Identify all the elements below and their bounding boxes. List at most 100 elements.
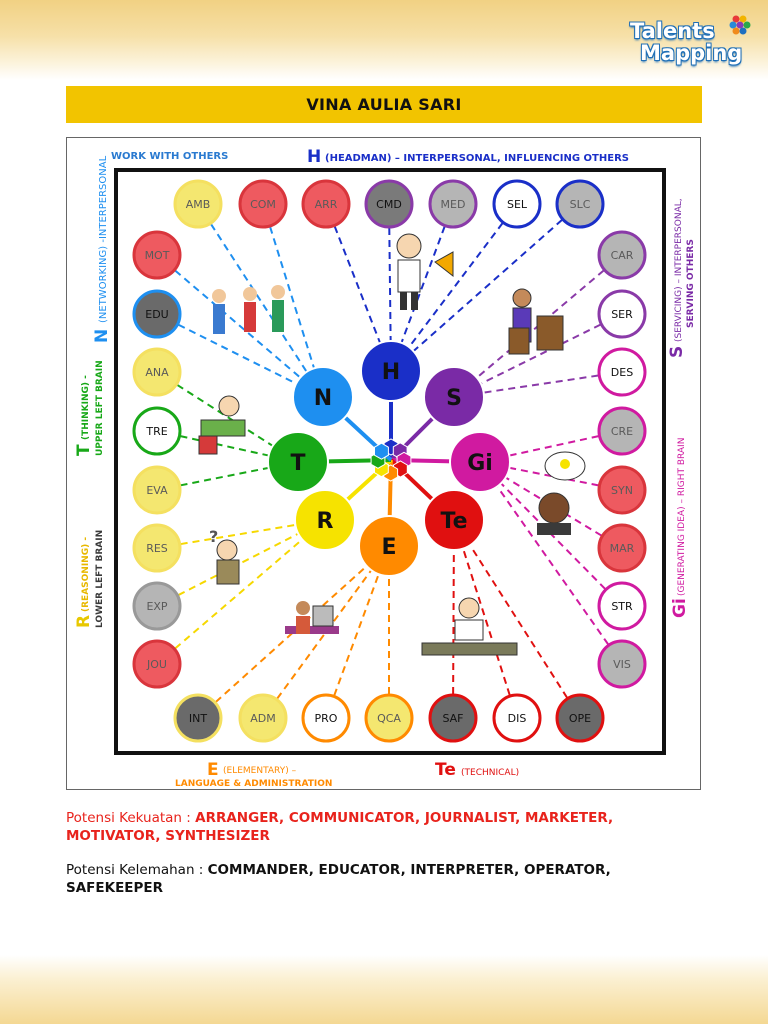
figure-thinking-student <box>198 395 246 455</box>
connector-line-saf <box>452 519 455 719</box>
hub-label-h: H <box>382 360 400 385</box>
label-h-text: (HEADMAN) – INTERPERSONAL, INFLUENCING O… <box>325 153 629 164</box>
label-te-text: (TECHNICAL) <box>461 768 519 778</box>
role-label-med: MED <box>441 198 466 211</box>
connector-line-int <box>197 545 390 719</box>
role-circle-dis <box>492 693 542 743</box>
label-e-text2: LANGUAGE & ADMINISTRATION <box>175 779 332 789</box>
role-circle-vis <box>597 639 647 689</box>
role-circle-ana <box>132 347 182 397</box>
connector-line-jou <box>156 519 326 665</box>
weaknesses-label: Potensi Kelemahan : <box>66 862 208 878</box>
role-circle-sel <box>492 179 542 229</box>
connector-line-com <box>262 203 324 398</box>
role-circle-int <box>173 693 223 743</box>
role-circle-syn <box>597 465 647 515</box>
role-label-ser: SER <box>611 308 633 321</box>
label-n-text: (NETWORKING) -INTERPERSONAL <box>98 155 109 323</box>
figure-headman-megaphone <box>396 233 454 310</box>
label-t-letter: T <box>74 444 94 456</box>
figure-networking-people <box>212 285 285 334</box>
role-label-saf: SAF <box>442 712 463 725</box>
profile-name-bar: VINA AULIA SARI <box>66 86 702 123</box>
hub-circle-gi <box>449 431 511 493</box>
strengths-text: Potensi Kekuatan : ARRANGER, COMMUNICATO… <box>66 809 686 845</box>
diagram-border <box>114 168 666 755</box>
hub-hexagon-n <box>374 442 389 460</box>
connector-line-ope <box>453 519 581 719</box>
role-circle-amb <box>173 179 223 229</box>
figure-technical-mechanic <box>421 597 518 656</box>
strengths-value: ARRANGER, COMMUNICATOR, JOURNALIST, MARK… <box>66 810 614 844</box>
role-circle-ope <box>555 693 605 743</box>
label-s-text2: SERVING OTHERS <box>686 239 696 328</box>
svg-text:?: ? <box>209 527 218 546</box>
role-label-syn: SYN <box>611 484 633 497</box>
connector-line-sel <box>390 203 518 372</box>
role-label-res: RES <box>146 542 168 555</box>
label-te-letter: Te <box>435 760 456 780</box>
weaknesses-value: COMMANDER, EDUCATOR, INTERPRETER, OPERAT… <box>66 862 611 896</box>
label-t-text2: UPPER LEFT BRAIN <box>95 360 105 456</box>
role-label-int: INT <box>189 712 207 725</box>
role-circle-mot <box>132 230 182 280</box>
role-circle-cmd <box>364 179 414 229</box>
role-label-jou: JOU <box>146 658 167 671</box>
label-s-text1: (SERVICING) – INTERPERSONAL, <box>674 198 684 342</box>
hub-circle-t <box>267 431 329 493</box>
figure-elementary-office-worker <box>285 601 339 634</box>
hub-label-s: S <box>446 386 462 411</box>
talents-mapping-logo: Talents Mapping <box>628 14 753 70</box>
connector-line-dis <box>453 519 518 719</box>
label-h-letter: H <box>307 147 321 167</box>
role-label-car: CAR <box>611 249 634 262</box>
role-label-slc: SLC <box>570 198 591 211</box>
role-label-com: COM <box>250 198 276 211</box>
role-circle-edu <box>132 289 182 339</box>
role-circle-jou <box>132 639 182 689</box>
hub-circle-te <box>423 489 485 551</box>
role-circle-exp <box>132 581 182 631</box>
label-r-letter: R <box>74 615 94 628</box>
role-label-mot: MOT <box>145 249 170 262</box>
role-circle-adm <box>238 693 288 743</box>
role-label-tre: TRE <box>145 425 167 438</box>
hub-label-e: E <box>381 535 396 560</box>
logo-dots-icon <box>729 15 751 35</box>
logo-text-line2: Mapping <box>640 41 743 65</box>
role-circle-des <box>597 347 647 397</box>
hub-circle-h <box>360 340 422 402</box>
role-circle-qca <box>364 693 414 743</box>
role-label-pro: PRO <box>315 712 338 725</box>
connector-line-des <box>453 371 623 398</box>
role-label-vis: VIS <box>613 658 631 671</box>
hub-circle-s <box>423 366 485 428</box>
connector-line-cmd <box>388 203 392 372</box>
connector-line-amb <box>197 203 324 398</box>
connector-line-ser <box>453 313 623 398</box>
label-gi-text: (GENERATING IDEA) – RIGHT BRAIN <box>677 438 687 596</box>
role-label-exp: EXP <box>146 600 167 613</box>
role-label-des: DES <box>611 366 633 379</box>
role-circle-saf <box>428 693 478 743</box>
footer-band <box>0 955 768 1024</box>
hub-label-gi: Gi <box>467 451 493 476</box>
role-circle-arr <box>301 179 351 229</box>
connector-line-edu <box>156 313 324 398</box>
hub-label-te: Te <box>440 509 467 534</box>
role-label-mar: MAR <box>610 542 635 555</box>
role-label-sel: SEL <box>507 198 528 211</box>
hub-label-r: R <box>317 509 334 534</box>
weaknesses-text: Potensi Kelemahan : COMMANDER, EDUCATOR,… <box>66 861 686 897</box>
role-label-amb: AMB <box>186 198 211 211</box>
strengths-label: Potensi Kekuatan : <box>66 810 196 826</box>
role-label-arr: ARR <box>315 198 338 211</box>
role-circle-com <box>238 179 288 229</box>
role-circle-car <box>597 230 647 280</box>
connector-line-ana <box>156 371 299 463</box>
role-label-edu: EDU <box>145 308 168 321</box>
